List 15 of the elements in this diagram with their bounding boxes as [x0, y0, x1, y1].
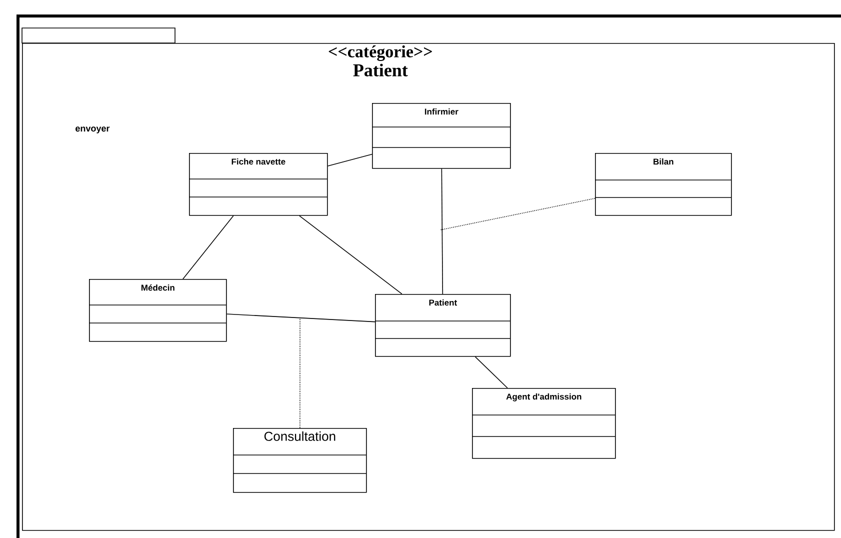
association-line — [299, 215, 402, 294]
association-line — [327, 154, 372, 166]
class-box: Bilan — [594, 152, 732, 216]
association-line — [441, 168, 444, 294]
class-box: Patient — [374, 294, 511, 357]
association-line — [474, 356, 508, 388]
class-box: Consultation — [232, 428, 367, 493]
association-line — [226, 314, 376, 322]
class-box: Infirmier — [372, 103, 511, 169]
class-box: Agent d'admission — [472, 388, 616, 459]
class-box: Médecin — [88, 278, 227, 342]
dotted-line — [440, 198, 596, 230]
class-box: Fiche navette — [188, 152, 328, 216]
label-text: envoyer — [76, 126, 110, 134]
association-line — [182, 215, 234, 280]
